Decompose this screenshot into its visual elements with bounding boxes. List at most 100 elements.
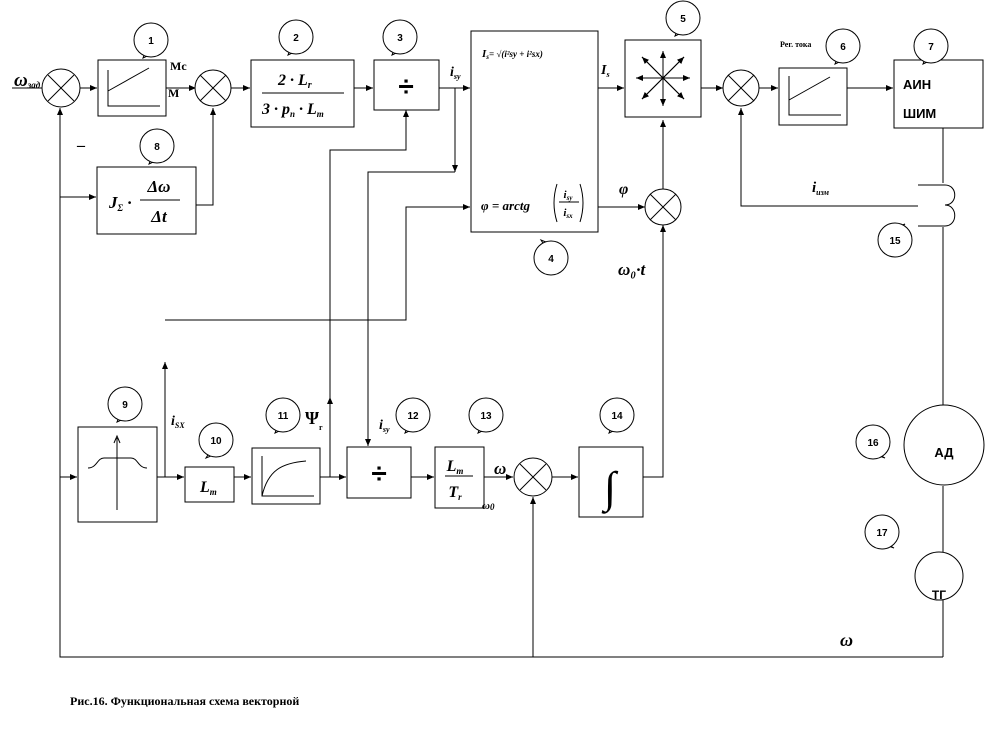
callout-number: 2 <box>293 33 299 44</box>
callout-number: 11 <box>278 411 289 422</box>
callout-7: 7 <box>913 28 949 65</box>
b14-integral-sign: ∫ <box>601 463 619 514</box>
block-6-current-regulator <box>778 67 848 126</box>
callout-number: 6 <box>840 42 846 53</box>
svg-text:2 · Lr: 2 · Lr <box>277 72 312 91</box>
block-9-flux-reference <box>77 426 158 523</box>
omega0-label: ω <box>482 500 490 512</box>
summator-1 <box>41 68 81 108</box>
callout-number: 13 <box>480 411 492 422</box>
block-11-flux-filter <box>251 447 321 505</box>
summator-2 <box>194 69 232 107</box>
psi-label: Ψ <box>305 408 319 428</box>
callout-10: 10 <box>198 422 234 460</box>
callout-6: 6 <box>825 28 861 65</box>
is-label-sub: s <box>605 70 609 79</box>
callout-bubble <box>855 424 891 460</box>
b2-denominator-b: · L <box>295 101 317 118</box>
callout-5: 5 <box>665 0 701 37</box>
callout-bubble <box>665 0 701 36</box>
callout-number: 15 <box>889 236 901 247</box>
b4-phase: φ = arctg <box>481 198 530 213</box>
callout-bubble <box>382 19 418 55</box>
svg-text:ωзад: ωзад <box>14 70 41 91</box>
callout-13: 13 <box>468 397 504 434</box>
b12-divide-sign: ÷ <box>371 458 386 489</box>
b10-sub: m <box>210 487 217 497</box>
b7-line1: АИН <box>903 77 931 92</box>
callout-number: 3 <box>397 33 403 44</box>
b8-j-sub: Σ <box>117 203 124 213</box>
b7-line2: ШИМ <box>903 106 936 121</box>
callout-bubble <box>913 28 949 64</box>
svg-text:ω0: ω0 <box>482 500 495 512</box>
block-13-slip-gain: Lm Tr <box>434 446 485 509</box>
block-10-lm: Lm <box>184 466 235 503</box>
isy-label-top: i <box>450 65 454 80</box>
b4-phase-den-sub: sx <box>565 212 573 220</box>
iism-label: i <box>812 180 817 196</box>
b2-denominator: 3 · p <box>261 101 290 118</box>
b4-magnitude-sub: s <box>485 53 489 61</box>
callout-1: 1 <box>133 22 169 59</box>
callout-14: 14 <box>599 397 635 434</box>
isy-label-bottom-sub: sy <box>382 425 390 434</box>
phi-label: φ <box>619 181 628 198</box>
callout-number: 12 <box>407 411 419 422</box>
omega0-label-sub: 0 <box>490 502 495 512</box>
summator-13 <box>513 457 553 497</box>
callout-8: 8 <box>139 128 175 165</box>
svg-text:isy: isy <box>564 189 574 202</box>
block-3-divider: ÷ <box>373 59 440 111</box>
isy-label-top-sub: sy <box>453 72 461 81</box>
isx-label: i <box>171 414 175 429</box>
b8-numerator: Δω <box>147 177 171 196</box>
callout-number: 1 <box>148 36 154 47</box>
callout-bubble <box>265 397 301 433</box>
svg-text:Lm: Lm <box>199 479 217 497</box>
omega-zad-sub: зад <box>27 80 41 90</box>
callout-number: 14 <box>611 411 623 422</box>
svg-text:Lm: Lm <box>446 458 464 476</box>
svg-text:Ψr: Ψr <box>305 408 323 432</box>
block-4-polar-transform: Is= √(i²sy + i²sx) φ = arctg isy i sx <box>470 30 599 233</box>
b2-denominator-b-sub: m <box>317 109 324 119</box>
signal-labels: ωзад – Mc M isy Is φ ω₀·t Рег. тока iизм… <box>14 40 853 650</box>
svg-text:Is= √(i²sy + i²sx): Is= √(i²sy + i²sx) <box>481 48 543 61</box>
svg-text:Is: Is <box>600 63 610 79</box>
svg-text:isy: isy <box>450 65 461 81</box>
isx-label-sub: SX <box>175 421 185 430</box>
callout-bubble <box>864 514 900 550</box>
callout-9: 9 <box>107 386 143 423</box>
b4-magnitude-rhs: = √(i²sy + i²sx) <box>489 49 543 59</box>
b3-divide-sign: ÷ <box>398 71 413 102</box>
callout-bubble <box>133 22 169 58</box>
callout-4: 4 <box>533 238 569 276</box>
callout-number: 5 <box>680 14 686 25</box>
callout-bubble <box>107 386 143 422</box>
callout-number: 7 <box>928 42 934 53</box>
isy-label-bottom: i <box>379 418 383 433</box>
callout-number: 8 <box>154 142 160 153</box>
callout-16: 16 <box>855 424 891 460</box>
callout-number: 17 <box>876 528 888 539</box>
omega-feedback-label: ω <box>840 630 853 650</box>
callout-15: 15 <box>877 222 913 258</box>
summator-6 <box>722 69 760 107</box>
b8-j: J <box>108 193 118 212</box>
callout-bubble <box>139 128 175 164</box>
callout-17: 17 <box>864 514 900 550</box>
svg-text:isy: isy <box>379 418 390 434</box>
svg-text:iSX: iSX <box>171 414 185 430</box>
callout-number: 10 <box>210 436 222 447</box>
callout-bubble <box>278 19 314 55</box>
is-label: I <box>600 63 607 78</box>
block-12-divider: ÷ <box>346 446 412 499</box>
b17-text: ТГ <box>932 588 946 602</box>
callout-bubble <box>395 397 431 433</box>
block-2-torque-gain: 2 · Lr 3 · pп · Lm <box>250 59 355 128</box>
callout-bubble <box>198 422 234 458</box>
svg-text:3 · pп · Lm: 3 · pп · Lm <box>261 101 324 119</box>
b4-phase-num: i <box>564 189 568 201</box>
